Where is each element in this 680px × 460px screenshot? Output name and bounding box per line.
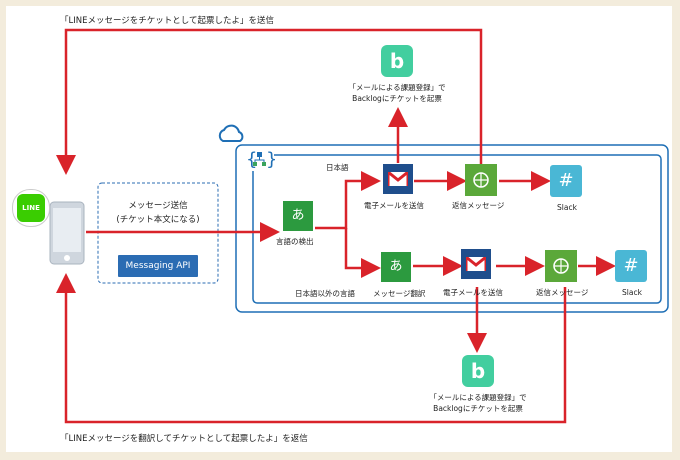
slack-label-bottom: Slack [622,288,642,297]
messaging-api-box: Messaging API [118,255,198,277]
mail-label-top: 電子メールを送信 [364,201,424,210]
translator-detect-icon: あ [283,201,313,231]
top-flow-label: 「LINEメッセージをチケットとして起票したよ」を送信 [60,16,275,26]
globe-icon [553,258,569,274]
send-label-line2: (チケット本文になる) [116,215,200,225]
slack-label-top: Slack [557,203,577,212]
reply-label-top: 返信メッセージ [452,201,505,210]
logic-app-boundary [252,154,662,304]
svg-text:}: } [266,149,275,170]
svg-text:{: { [246,149,257,170]
backlog-icon-top: b [381,45,413,77]
line-logo-inner: LINE [17,194,45,222]
smartphone-icon [49,201,85,265]
branch-jp-label: 日本語 [326,163,349,172]
azure-cloud-icon [218,124,244,142]
globe-icon [473,172,489,188]
backlog-bottom-line1: 「メールによる課題登録」で [429,393,527,402]
bottom-flow-label: 「LINEメッセージを翻訳してチケットとして起票したよ」を返信 [60,434,308,444]
backlog-top-line1: 「メールによる課題登録」で [348,83,446,92]
translator-translate-icon: あ [381,252,411,282]
backlog-icon-bottom: b [462,355,494,387]
azure-boundary [235,144,669,313]
mail-envelope-icon [466,257,486,271]
slack-icon-bottom: # [615,250,647,282]
backlog-bottom-line2: Backlogにチケットを起票 [433,404,523,413]
reply-label-bottom: 返信メッセージ [536,288,589,297]
translate-label: メッセージ翻訳 [373,289,426,298]
branch-other-label: 日本語以外の言語 [295,289,355,298]
backlog-top-line2: Backlogにチケットを起票 [352,94,442,103]
mail-label-bottom: 電子メールを送信 [443,288,503,297]
logic-app-icon: { } [246,149,275,171]
detect-label: 言語の検出 [276,237,314,246]
slack-icon-top: # [550,165,582,197]
mail-envelope-icon [388,172,408,186]
send-label-line1: メッセージ送信 [128,201,188,211]
